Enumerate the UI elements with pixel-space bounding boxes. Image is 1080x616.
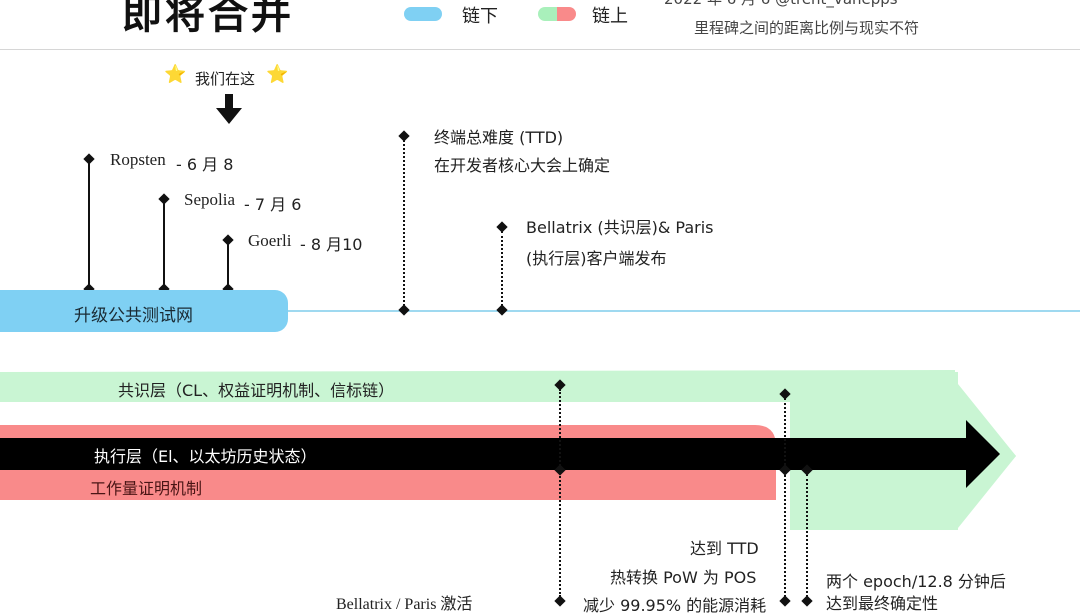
activation-base-dot xyxy=(554,595,566,607)
finality-line2: 达到最终确定性 xyxy=(826,594,939,613)
execution-layer-band xyxy=(0,438,970,470)
star-icon-left: ⭐ xyxy=(164,64,187,85)
we-are-here-label: 我们在这 xyxy=(195,70,256,88)
ttd-reached-line2: 热转换 PoW 为 POS xyxy=(610,568,757,587)
star-icon-right: ⭐ xyxy=(266,64,289,85)
ttd-subtitle: 在开发者核心大会上确定 xyxy=(434,156,611,175)
legend-offchain-swatch xyxy=(404,7,442,21)
legend-offchain-label: 链下 xyxy=(462,6,498,27)
arrow-down-icon xyxy=(216,94,242,124)
ttd-dotted-stem xyxy=(403,140,405,306)
legend-onchain-swatch xyxy=(538,7,576,21)
sepolia-stem xyxy=(163,200,165,290)
ttd-reached-dotted-stem xyxy=(784,398,786,597)
ttd-title: 终端总难度 (TTD) xyxy=(434,128,564,147)
activation-dotted-stem xyxy=(559,389,561,597)
goerli-date: - 8 月10 xyxy=(300,235,363,254)
legend-onchain-label: 链上 xyxy=(592,6,628,27)
offchain-timeline xyxy=(288,310,1080,312)
page-title: 即将合并 xyxy=(122,0,294,38)
ttd-reached-line1: 达到 TTD xyxy=(690,539,759,558)
bellatrix-release-title: Bellatrix (共识层)& Paris xyxy=(526,218,714,237)
disclaimer-note: 里程碑之间的距离比例与现实不符 xyxy=(694,19,920,37)
ttd-reached-base-dot xyxy=(779,595,791,607)
pow-layer-label: 工作量证明机制 xyxy=(90,479,203,498)
bellatrix-base-dot xyxy=(496,304,508,316)
bellatrix-release-subtitle: (执行层)客户端发布 xyxy=(526,249,667,268)
ttd-reached-line3: 减少 99.95% 的能源消耗 xyxy=(583,596,767,615)
finality-base-dot xyxy=(801,595,813,607)
ropsten-name: Ropsten xyxy=(110,150,166,169)
sepolia-date: - 7 月 6 xyxy=(244,195,302,214)
goerli-stem xyxy=(227,241,229,290)
date-credit: 2022 年 6 月 6 @trent_vanepps xyxy=(664,0,898,9)
ttd-base-dot xyxy=(398,304,410,316)
activation-label: Bellatrix / Paris 激活 xyxy=(336,596,473,613)
execution-layer-label: 执行层（El、以太坊历史状态） xyxy=(94,447,317,466)
consensus-layer-label: 共识层（CL、权益证明机制、信标链） xyxy=(118,381,395,400)
finality-line1: 两个 epoch/12.8 分钟后 xyxy=(826,572,1006,591)
execution-arrow-head xyxy=(966,420,1000,488)
ropsten-stem xyxy=(88,160,90,290)
bellatrix-dotted-stem xyxy=(501,231,503,306)
finality-dotted-stem xyxy=(806,474,808,597)
sepolia-name: Sepolia xyxy=(184,190,235,209)
layers-diagram xyxy=(0,370,1016,530)
header-divider xyxy=(0,49,1080,50)
goerli-name: Goerli xyxy=(248,231,292,250)
testnet-upgrade-bar xyxy=(0,290,288,332)
testnet-upgrade-label: 升级公共测试网 xyxy=(74,306,193,326)
ropsten-date: - 6 月 8 xyxy=(176,155,234,174)
